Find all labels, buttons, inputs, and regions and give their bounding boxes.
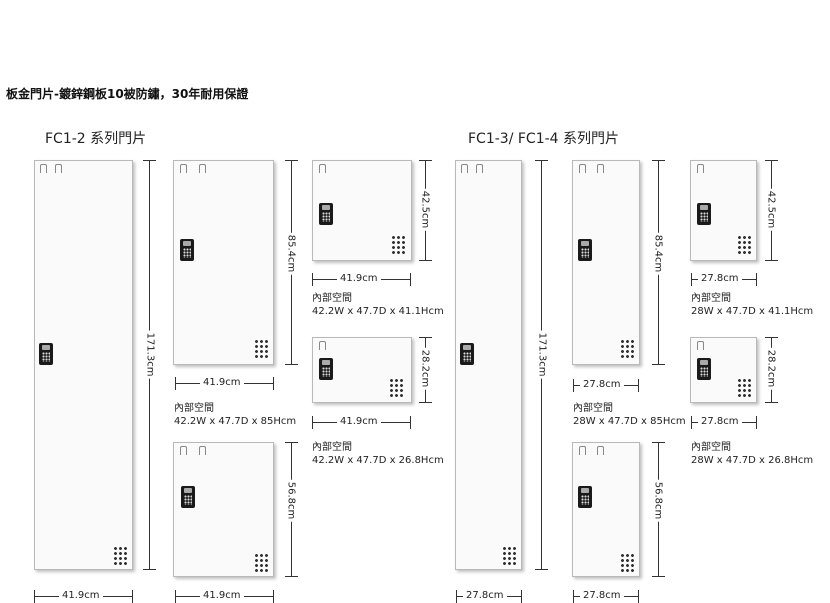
vent-holes-icon: [389, 378, 405, 397]
hook-icon: [597, 164, 604, 173]
hook-icon: [579, 164, 586, 173]
door-panel-85: [173, 160, 274, 365]
hook-icon: [697, 164, 704, 173]
hook-icon: [461, 164, 468, 173]
interior-space-info: 內部空間 42.2W x 47.7D x 85Hcm: [174, 402, 296, 428]
vent-holes-icon: [502, 546, 518, 565]
keypad-lock-icon: [697, 358, 711, 380]
interior-space-label: 內部空間: [174, 403, 214, 414]
interior-space-label: 內部空間: [691, 442, 731, 453]
keypad-lock-icon: [39, 343, 53, 365]
interior-space-label: 內部空間: [691, 293, 731, 304]
interior-space-dims: 28W x 47.7D x 41.1Hcm: [691, 306, 814, 317]
interior-space-dims: 28W x 47.7D x 26.8Hcm: [691, 455, 814, 466]
door-panel-42: [312, 160, 412, 261]
keypad-lock-icon: [578, 239, 592, 261]
interior-space-info: 內部空間 28W x 47.7D x 85Hcm: [573, 402, 686, 428]
vent-holes-icon: [391, 235, 407, 254]
interior-space-dims: 28W x 47.7D x 85Hcm: [573, 416, 686, 427]
vent-holes-icon: [737, 378, 753, 397]
interior-space-dims: 42.2W x 47.7D x 26.8Hcm: [312, 455, 444, 466]
interior-space-info: 內部空間 42.2W x 47.7D x 41.1Hcm: [312, 292, 444, 318]
height-dimension-label: 85.4cm: [285, 232, 297, 275]
hook-icon: [319, 164, 326, 173]
height-dimension-label: 42.5cm: [765, 188, 777, 231]
hook-icon: [180, 446, 187, 455]
interior-space-info: 內部空間 28W x 47.7D x 26.8Hcm: [691, 441, 813, 467]
door-panel-56: [173, 442, 274, 577]
hook-icon: [180, 164, 187, 173]
height-dimension-label: 28.2cm: [419, 347, 431, 390]
interior-space-dims: 42.2W x 47.7D x 85Hcm: [174, 416, 297, 427]
width-dimension-label: 41.9cm: [200, 590, 244, 601]
door-panel-28: [312, 337, 412, 403]
hook-icon: [476, 164, 483, 173]
keypad-lock-icon: [181, 486, 195, 508]
interior-space-info: 內部空間 42.2W x 47.7D x 26.8Hcm: [312, 441, 444, 467]
width-dimension-label: 41.9cm: [200, 377, 244, 388]
vent-holes-icon: [254, 553, 270, 572]
interior-space-info: 內部空間 28W x 47.7D x 41.1Hcm: [691, 292, 813, 318]
height-dimension-label: 28.2cm: [765, 347, 777, 390]
interior-space-label: 內部空間: [312, 293, 352, 304]
width-dimension-label: 27.8cm: [698, 416, 742, 427]
hook-icon: [319, 341, 326, 350]
width-dimension-label: 41.9cm: [59, 590, 103, 601]
keypad-lock-icon: [180, 239, 194, 261]
width-dimension-label: 27.8cm: [580, 590, 624, 601]
vent-holes-icon: [620, 553, 636, 572]
height-dimension-label: 56.8cm: [652, 479, 664, 522]
interior-space-label: 內部空間: [573, 403, 613, 414]
hook-icon: [199, 164, 206, 173]
interior-space-label: 內部空間: [312, 442, 352, 453]
vent-holes-icon: [620, 339, 636, 358]
width-dimension-label: 41.9cm: [337, 273, 381, 284]
height-dimension-label: 171.3cm: [144, 330, 156, 379]
page-title: 板金門片-鍍鋅鋼板10被防鏽，30年耐用保證: [6, 87, 249, 101]
width-dimension-label: 27.8cm: [580, 379, 624, 390]
series-title-fc1-3-4: FC1-3/ FC1-4 系列門片: [468, 131, 620, 147]
door-panel-full-height: [34, 160, 133, 570]
door-panel-full-height: [455, 160, 522, 570]
height-dimension-label: 56.8cm: [285, 479, 297, 522]
width-dimension-label: 27.8cm: [698, 273, 742, 284]
hook-icon: [597, 446, 604, 455]
width-dimension-label: 27.8cm: [463, 590, 507, 601]
interior-space-dims: 42.2W x 47.7D x 41.1Hcm: [312, 306, 444, 317]
height-dimension-label: 85.4cm: [652, 232, 664, 275]
vent-holes-icon: [254, 339, 270, 358]
height-dimension-label: 42.5cm: [419, 188, 431, 231]
series-title-fc1-2: FC1-2 系列門片: [45, 131, 147, 147]
keypad-lock-icon: [578, 486, 592, 508]
door-panel-56: [572, 442, 640, 577]
hook-icon: [697, 341, 704, 350]
hook-icon: [579, 446, 586, 455]
door-panel-85: [572, 160, 640, 365]
hook-icon: [199, 446, 206, 455]
vent-holes-icon: [113, 546, 129, 565]
keypad-lock-icon: [319, 358, 333, 380]
door-panel-28: [690, 337, 757, 403]
keypad-lock-icon: [460, 343, 474, 365]
keypad-lock-icon: [319, 203, 333, 225]
door-panel-42: [690, 160, 757, 261]
hook-icon: [40, 164, 47, 173]
hook-icon: [55, 164, 62, 173]
height-dimension-label: 171.3cm: [536, 330, 548, 379]
vent-holes-icon: [737, 235, 753, 254]
width-dimension-label: 41.9cm: [337, 416, 381, 427]
keypad-lock-icon: [697, 203, 711, 225]
